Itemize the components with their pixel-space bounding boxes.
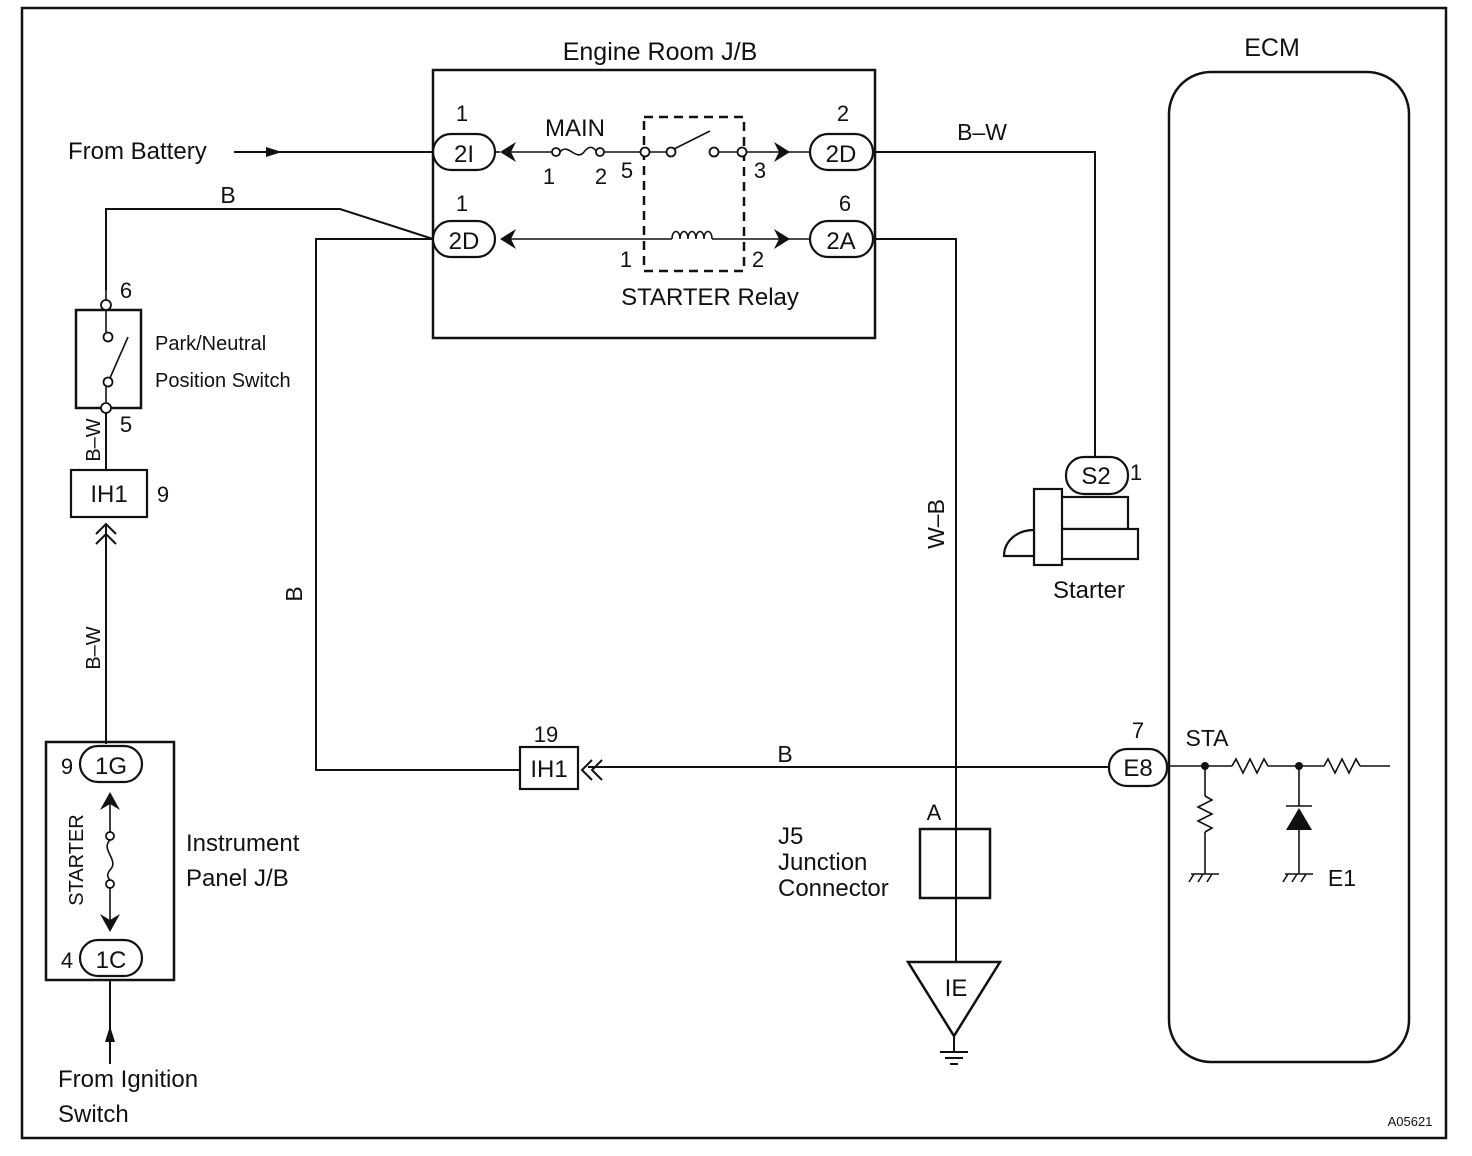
from-ignition-label-2: Switch — [58, 1101, 129, 1128]
coil-pin-1: 1 — [620, 247, 632, 272]
figure-code: A05621 — [1388, 1114, 1433, 1129]
relay-switch-arm — [673, 130, 711, 150]
ecm-resistor-3 — [1196, 795, 1214, 833]
ground-ie: IE — [905, 960, 1003, 1065]
connector-2d-mid: 2D 1 — [431, 191, 497, 259]
pin-s2: 1 — [1130, 460, 1142, 485]
coil-pin-2: 2 — [752, 247, 764, 272]
wire-wb — [873, 238, 957, 962]
pin-1g: 9 — [61, 754, 73, 779]
j5-junction-connector: A J5 Junction Connector — [778, 800, 992, 902]
ecm-resistor-2 — [1323, 757, 1361, 775]
connector-1g — [78, 744, 144, 784]
engine-room-jb-box — [431, 68, 877, 340]
diagram-frame — [20, 6, 1448, 1140]
park-neutral-switch: 6 5 Park/Neutral Position Switch — [74, 278, 291, 437]
pns-box — [74, 308, 143, 410]
pin-e8: 7 — [1132, 718, 1144, 743]
from-battery-label: From Battery — [68, 138, 207, 165]
arrow-2i — [500, 142, 516, 162]
connector-2a: 2A 6 — [808, 191, 875, 259]
e1-label: E1 — [1328, 865, 1356, 891]
pns-label-1: Park/Neutral — [155, 333, 266, 355]
relay-coil-symbol — [671, 230, 713, 240]
ecm-diode — [1286, 808, 1312, 830]
main-fuse-label: MAIN — [545, 115, 605, 142]
pns-switch-arm — [109, 336, 129, 379]
ecm-box — [1167, 70, 1411, 1064]
svg-text:2D: 2D — [826, 141, 857, 168]
wire-label-b-top: B — [220, 182, 235, 208]
instrument-panel-jb: 1G 9 1C 4 STARTER Instrument Panel J/B — [44, 740, 300, 982]
j5-label-2: Junction — [778, 849, 867, 876]
wire-label-b-bottom: B — [777, 741, 792, 767]
wire-label-bw-pns: B–W — [83, 418, 105, 461]
fuse-pin-2: 2 — [595, 164, 607, 189]
relay-pin-5: 5 — [621, 158, 633, 183]
sta-label: STA — [1185, 725, 1229, 751]
from-ignition-label-1: From Ignition — [58, 1066, 198, 1093]
battery-arrow — [266, 147, 282, 157]
wire-label-bw-left: B–W — [83, 626, 105, 669]
engine-room-jb: Engine Room J/B MAIN 1 2 5 3 1 2 STARTER… — [431, 38, 877, 340]
connector-2d-top: 2D 2 — [808, 101, 875, 172]
pin-2d-top: 2 — [837, 101, 849, 126]
svg-text:2A: 2A — [826, 228, 855, 255]
connector-ih1-top: IH1 9 — [69, 468, 169, 545]
connector-e8 — [1107, 747, 1169, 788]
svg-text:IH1: IH1 — [530, 756, 567, 783]
j5-pin-a: A — [927, 800, 942, 825]
relay-pin-3: 3 — [754, 158, 766, 183]
wire-b-left — [315, 238, 520, 771]
pin-ih1-bottom: 19 — [534, 722, 558, 747]
connector-1g-label: 1G — [95, 753, 127, 780]
connector-1c-label: 1C — [96, 947, 127, 974]
pns-pin-6: 6 — [120, 278, 132, 303]
instrument-panel-label-1: Instrument — [186, 830, 300, 857]
starter-fuse-symbol — [106, 839, 114, 881]
j5-label-3: Connector — [778, 875, 889, 902]
svg-text:IH1: IH1 — [90, 481, 127, 508]
connector-s2-label: S2 — [1081, 463, 1110, 490]
wire-label-b-left: B — [281, 586, 307, 601]
ground-ie-label: IE — [945, 975, 968, 1002]
connector-s2 — [1064, 455, 1130, 496]
pin-2d-mid: 1 — [456, 191, 468, 216]
engine-room-jb-title: Engine Room J/B — [563, 38, 758, 66]
fuse-terminal-out — [595, 147, 605, 157]
ignition-arrow — [105, 1026, 115, 1042]
j5-label-1: J5 — [778, 823, 803, 850]
wire-b-top — [105, 208, 434, 290]
ecm: ECM E8 7 STA E1 — [1107, 34, 1411, 1064]
svg-text:2I: 2I — [454, 141, 474, 168]
wire-label-wb: W–B — [923, 499, 949, 549]
ecm-resistor-1 — [1231, 757, 1269, 775]
pin-2i: 1 — [456, 101, 468, 126]
ecm-title: ECM — [1244, 34, 1300, 62]
starter-fuse-label: STARTER — [66, 814, 88, 906]
connector-ih1-bottom: IH1 19 — [518, 722, 603, 791]
svg-text:2D: 2D — [449, 228, 480, 255]
fuse-pin-1: 1 — [543, 164, 555, 189]
main-fuse-symbol — [559, 146, 598, 156]
wire-label-bw-top: B–W — [957, 119, 1007, 145]
connector-1c — [78, 938, 144, 978]
starter-motor: S2 1 Starter — [1002, 455, 1142, 604]
pns-label-2: Position Switch — [155, 370, 291, 392]
pin-ih1-top: 9 — [157, 482, 169, 507]
pin-1c: 4 — [61, 948, 73, 973]
starter-label: Starter — [1053, 577, 1125, 604]
pin-2a: 6 — [839, 191, 851, 216]
fuse-terminal-in — [551, 147, 561, 157]
arrow-2d — [500, 229, 516, 249]
connector-e8-label: E8 — [1123, 755, 1152, 782]
starter-relay-label: STARTER Relay — [621, 284, 799, 311]
wire-bw-starter — [873, 151, 1096, 457]
instrument-panel-label-2: Panel J/B — [186, 865, 289, 892]
starter-relay-box — [642, 115, 746, 273]
pns-pin-5: 5 — [120, 412, 132, 437]
connector-2i: 2I 1 — [431, 101, 497, 172]
